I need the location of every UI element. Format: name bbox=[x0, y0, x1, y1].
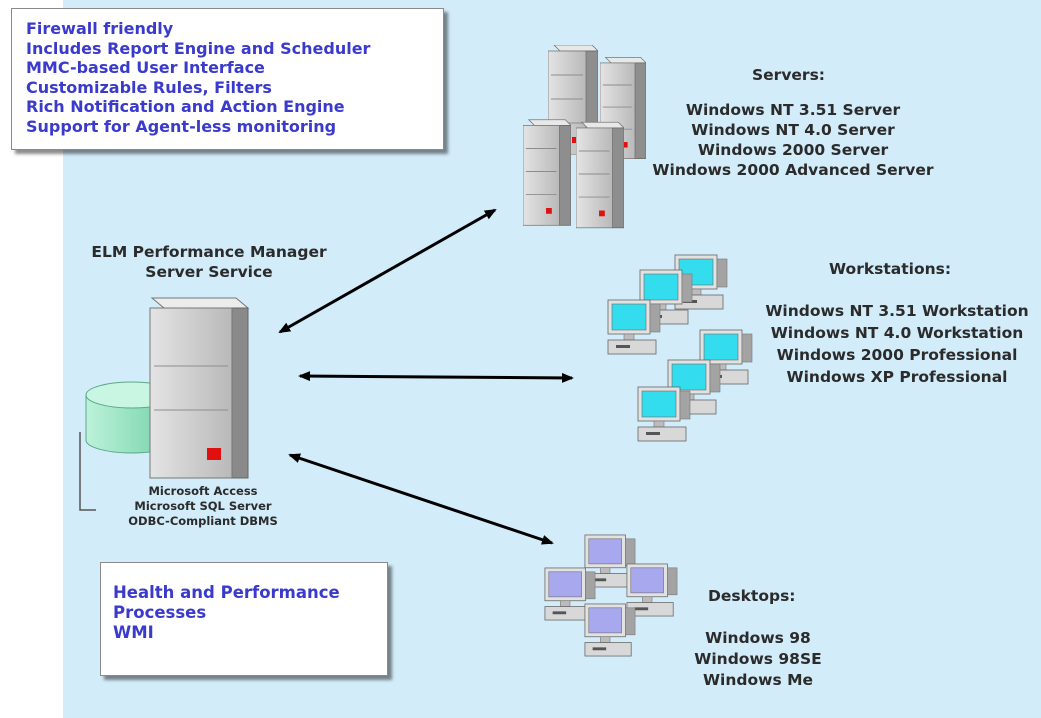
server-tower-icon bbox=[576, 121, 624, 229]
feature-item: Rich Notification and Action Engine bbox=[26, 97, 345, 116]
workstation-os-item: Windows NT 3.51 Workstation bbox=[765, 302, 1029, 320]
database-item: ODBC-Compliant DBMS bbox=[128, 514, 278, 528]
workstation-os-item: Windows 2000 Professional bbox=[776, 346, 1018, 364]
desktops-os-list: Windows 98 Windows 98SE Windows Me bbox=[688, 628, 828, 691]
server-os-item: Windows NT 4.0 Server bbox=[691, 121, 895, 139]
main-server-icon bbox=[149, 297, 250, 479]
workstations-heading: Workstations: bbox=[829, 260, 952, 278]
arrow-to-servers bbox=[278, 208, 497, 334]
monitoring-type-item: Processes bbox=[113, 603, 207, 622]
desktop-os-item: Windows Me bbox=[702, 671, 814, 689]
workstations-os-list: Windows NT 3.51 Workstation Windows NT 4… bbox=[750, 300, 1041, 388]
feature-item: Customizable Rules, Filters bbox=[26, 77, 272, 97]
monitoring-types-callout: Health and Performance Processes WMI bbox=[100, 562, 388, 676]
arrow-to-workstations bbox=[298, 371, 574, 383]
workstation-os-item: Windows NT 4.0 Workstation bbox=[770, 324, 1024, 342]
workstation-icon bbox=[637, 386, 691, 442]
feature-item: Support for Agent-less monitoring bbox=[26, 116, 337, 136]
servers-os-list: Windows NT 3.51 Server Windows NT 4.0 Se… bbox=[634, 100, 952, 180]
desktop-os-item: Windows 98 bbox=[705, 629, 811, 647]
desktop-os-item: Windows 98SE bbox=[694, 650, 822, 668]
elm-title-line: ELM Performance Manager bbox=[91, 243, 327, 261]
server-os-item: Windows NT 3.51 Server bbox=[685, 101, 901, 119]
monitoring-type-item: Health and Performance bbox=[113, 583, 340, 602]
servers-heading: Servers: bbox=[752, 66, 826, 84]
features-callout: Firewall friendly Includes Report Engine… bbox=[11, 8, 444, 150]
power-led-icon bbox=[207, 448, 221, 460]
server-os-item: Windows 2000 Server bbox=[697, 141, 889, 159]
server-tower-icon bbox=[523, 119, 571, 226]
database-connector bbox=[79, 432, 96, 511]
database-item: Microsoft Access bbox=[148, 484, 258, 498]
monitoring-type-item: WMI bbox=[113, 623, 154, 642]
desktops-heading: Desktops: bbox=[708, 587, 796, 605]
database-list: Microsoft Access Microsoft SQL Server OD… bbox=[108, 484, 298, 529]
elm-server-title: ELM Performance Manager Server Service bbox=[64, 242, 354, 282]
server-os-item: Windows 2000 Advanced Server bbox=[652, 161, 934, 179]
workstation-icon bbox=[607, 299, 661, 355]
feature-item: MMC-based User Interface bbox=[26, 58, 265, 77]
database-item: Microsoft SQL Server bbox=[134, 499, 272, 513]
elm-title-line: Server Service bbox=[145, 263, 273, 281]
feature-item: Firewall friendly bbox=[26, 19, 174, 38]
feature-item: Includes Report Engine and Scheduler bbox=[26, 38, 371, 58]
workstation-os-item: Windows XP Professional bbox=[786, 368, 1008, 386]
desktop-icon bbox=[584, 603, 636, 657]
arrow-to-desktops bbox=[288, 453, 554, 545]
